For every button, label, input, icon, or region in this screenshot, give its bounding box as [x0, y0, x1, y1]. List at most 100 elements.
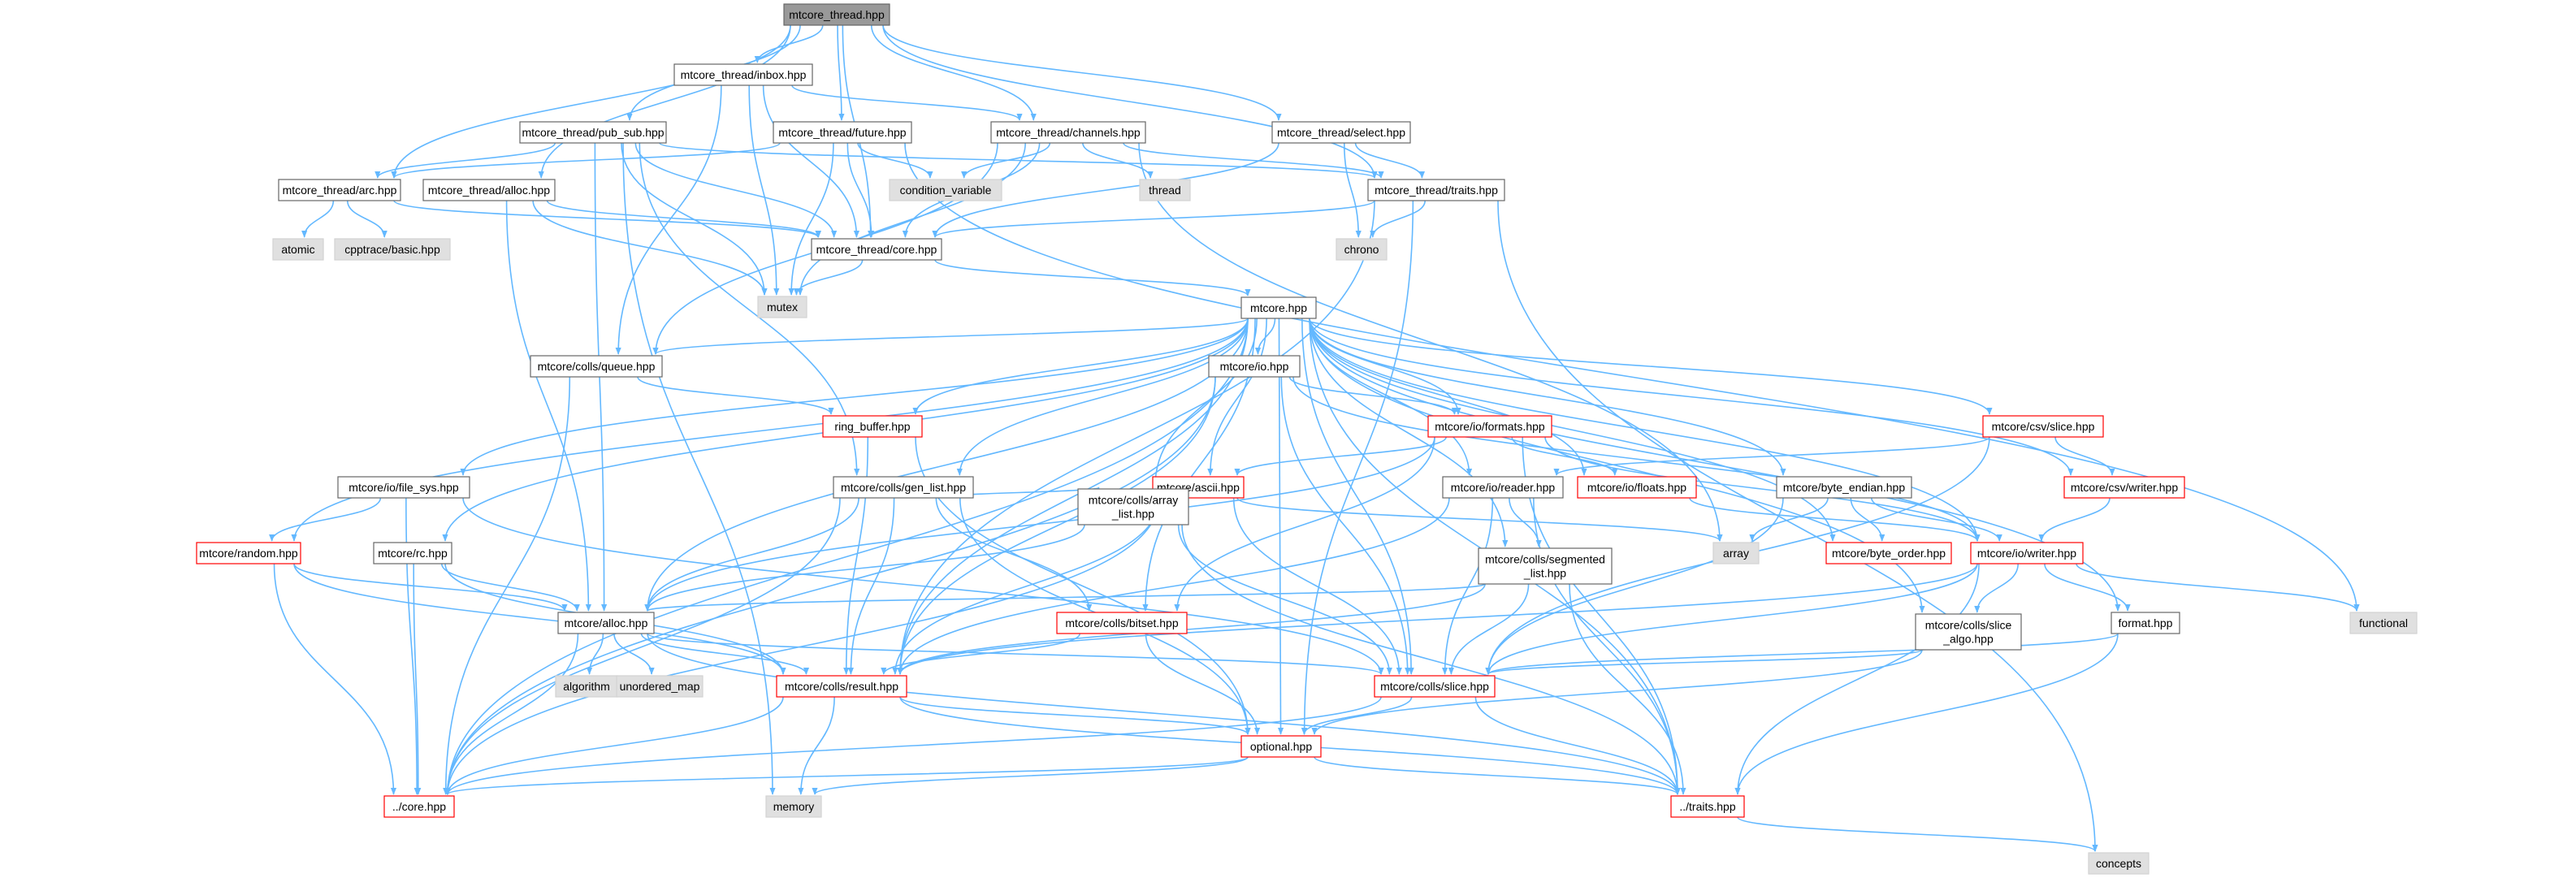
node-label: mtcore_thread/future.hpp: [778, 126, 906, 139]
edge-line: [1734, 633, 2119, 795]
node-result[interactable]: mtcore/colls/result.hpp: [776, 675, 907, 698]
edge-line: [444, 497, 841, 795]
edge-line: [1288, 376, 1458, 415]
node-byteend[interactable]: mtcore/byte_endian.hpp: [1776, 476, 1912, 499]
edge-byteend-to-slice: [1485, 497, 1784, 675]
node-csvwriter[interactable]: mtcore/csv/writer.hpp: [2063, 476, 2185, 499]
node-future[interactable]: mtcore_thread/future.hpp: [773, 121, 912, 144]
edge-line: [881, 633, 1081, 675]
node-label: _algo.hpp: [1942, 633, 1994, 646]
node-filesys[interactable]: mtcore/io/file_sys.hpp: [337, 476, 470, 499]
node-rc[interactable]: mtcore/rc.hpp: [373, 542, 452, 564]
edge-line: [1850, 497, 1885, 542]
node-format[interactable]: format.hpp: [2111, 612, 2180, 634]
node-ttraits[interactable]: mtcore_thread/traits.hpp: [1367, 179, 1505, 201]
node-iowriter[interactable]: mtcore/io/writer.hpp: [1970, 542, 2084, 564]
edge-formats-to-ascii: [1234, 436, 1447, 476]
node-box: [822, 415, 923, 438]
edge-ttraits-to-result: [897, 200, 1375, 675]
node-alloc[interactable]: mtcore/alloc.hpp: [557, 612, 655, 634]
edge-line: [647, 633, 1384, 675]
node-atomic: atomic: [272, 238, 324, 261]
node-algorithm: algorithm: [555, 675, 618, 698]
node-optional[interactable]: optional.hpp: [1240, 735, 1322, 758]
edge-line: [1309, 318, 1981, 542]
edge-line: [1511, 436, 1618, 476]
node-talloc[interactable]: mtcore_thread/alloc.hpp: [422, 179, 556, 201]
edge-line: [1145, 633, 1261, 735]
node-box: [833, 476, 974, 499]
node-box: [765, 795, 822, 818]
node-csvslice[interactable]: mtcore/csv/slice.hpp: [1982, 415, 2104, 438]
edge-line: [935, 497, 1093, 612]
edge-line: [652, 318, 1249, 355]
edge-line: [293, 563, 568, 612]
edge-line: [639, 142, 860, 476]
node-box: [2088, 852, 2150, 875]
node-segmented[interactable]: mtcore/colls/segmented_list.hpp: [1478, 547, 1613, 585]
edge-segmented-to-slice: [1448, 583, 1530, 675]
node-tcore[interactable]: mtcore_thread/core.hpp: [811, 238, 942, 261]
node-unordered: unordered_map: [616, 675, 704, 698]
node-pubsub[interactable]: mtcore_thread/pub_sub.hpp: [519, 121, 667, 144]
node-reader[interactable]: mtcore/io/reader.hpp: [1442, 476, 1564, 499]
edge-line: [444, 633, 579, 795]
edge-arc-to-atomic: [301, 200, 335, 238]
node-ring[interactable]: ring_buffer.hpp: [822, 415, 923, 438]
edge-select-to-ttraits: [1354, 142, 1426, 179]
edge-result-to-optional: [899, 696, 1251, 735]
node-bitset[interactable]: mtcore/colls/bitset.hpp: [1056, 612, 1188, 634]
node-queue[interactable]: mtcore/colls/queue.hpp: [530, 355, 663, 378]
node-box: [422, 179, 556, 201]
edge-line: [1123, 142, 1384, 179]
node-byteorder[interactable]: mtcore/byte_order.hpp: [1825, 542, 1952, 564]
node-label: mtcore_thread/select.hpp: [1277, 126, 1405, 139]
edge-slice-to-core: [444, 696, 1382, 795]
edge-alloc-to-result: [640, 633, 810, 675]
edge-line: [1485, 633, 2119, 675]
edge-mtcore-to-ring: [912, 318, 1249, 415]
edge-alloc-to-traits: [647, 633, 1681, 795]
edge-line: [798, 696, 835, 795]
edge-segmented-to-result: [897, 583, 1486, 675]
node-arraylist[interactable]: mtcore/colls/array_list.hpp: [1077, 488, 1189, 526]
edge-byteend-to-byteorder: [1850, 497, 1885, 542]
edge-line: [587, 633, 604, 675]
edge-alloc-to-unordered: [613, 633, 655, 675]
edge-line: [505, 200, 591, 612]
node-floats[interactable]: mtcore/io/floats.hpp: [1577, 476, 1697, 499]
edge-line: [1569, 583, 1686, 795]
edge-io-to-result: [897, 376, 1216, 675]
node-io[interactable]: mtcore/io.hpp: [1208, 355, 1301, 378]
node-label: ../traits.hpp: [1679, 800, 1735, 813]
node-formats[interactable]: mtcore/io/formats.hpp: [1427, 415, 1552, 438]
node-box: [1776, 476, 1912, 499]
edge-iowriter-to-format: [2044, 563, 2131, 612]
edge-line: [647, 633, 1681, 795]
node-arc[interactable]: mtcore_thread/arc.hpp: [278, 179, 401, 201]
node-select[interactable]: mtcore_thread/select.hpp: [1271, 121, 1411, 144]
node-slicealgo[interactable]: mtcore/colls/slice_algo.hpp: [1915, 613, 2022, 651]
edge-line: [637, 376, 834, 415]
node-label: mtcore/io/file_sys.hpp: [349, 481, 459, 494]
node-label: thread: [1149, 184, 1181, 197]
node-slice[interactable]: mtcore/colls/slice.hpp: [1374, 675, 1496, 698]
node-traits[interactable]: ../traits.hpp: [1670, 795, 1745, 818]
node-label: ../core.hpp: [392, 800, 446, 813]
node-inbox[interactable]: mtcore_thread/inbox.hpp: [673, 63, 813, 86]
node-channels[interactable]: mtcore_thread/channels.hpp: [990, 121, 1146, 144]
edge-line: [391, 24, 791, 179]
edge-line: [2054, 436, 2115, 476]
edge-line: [1448, 583, 1530, 675]
node-label: mtcore/io/reader.hpp: [1451, 481, 1556, 494]
node-core[interactable]: ../core.hpp: [383, 795, 455, 818]
edge-line: [644, 524, 1085, 612]
node-root[interactable]: mtcore_thread.hpp: [783, 3, 890, 26]
node-label: mtcore_thread/inbox.hpp: [681, 68, 807, 81]
edge-line: [1236, 497, 1723, 542]
node-mtcore[interactable]: mtcore.hpp: [1240, 296, 1317, 319]
edge-arraylist-to-alloc: [644, 524, 1085, 612]
node-label: mtcore_thread/channels.hpp: [996, 126, 1141, 139]
node-random[interactable]: mtcore/random.hpp: [196, 542, 301, 564]
node-genlist[interactable]: mtcore/colls/gen_list.hpp: [833, 476, 974, 499]
